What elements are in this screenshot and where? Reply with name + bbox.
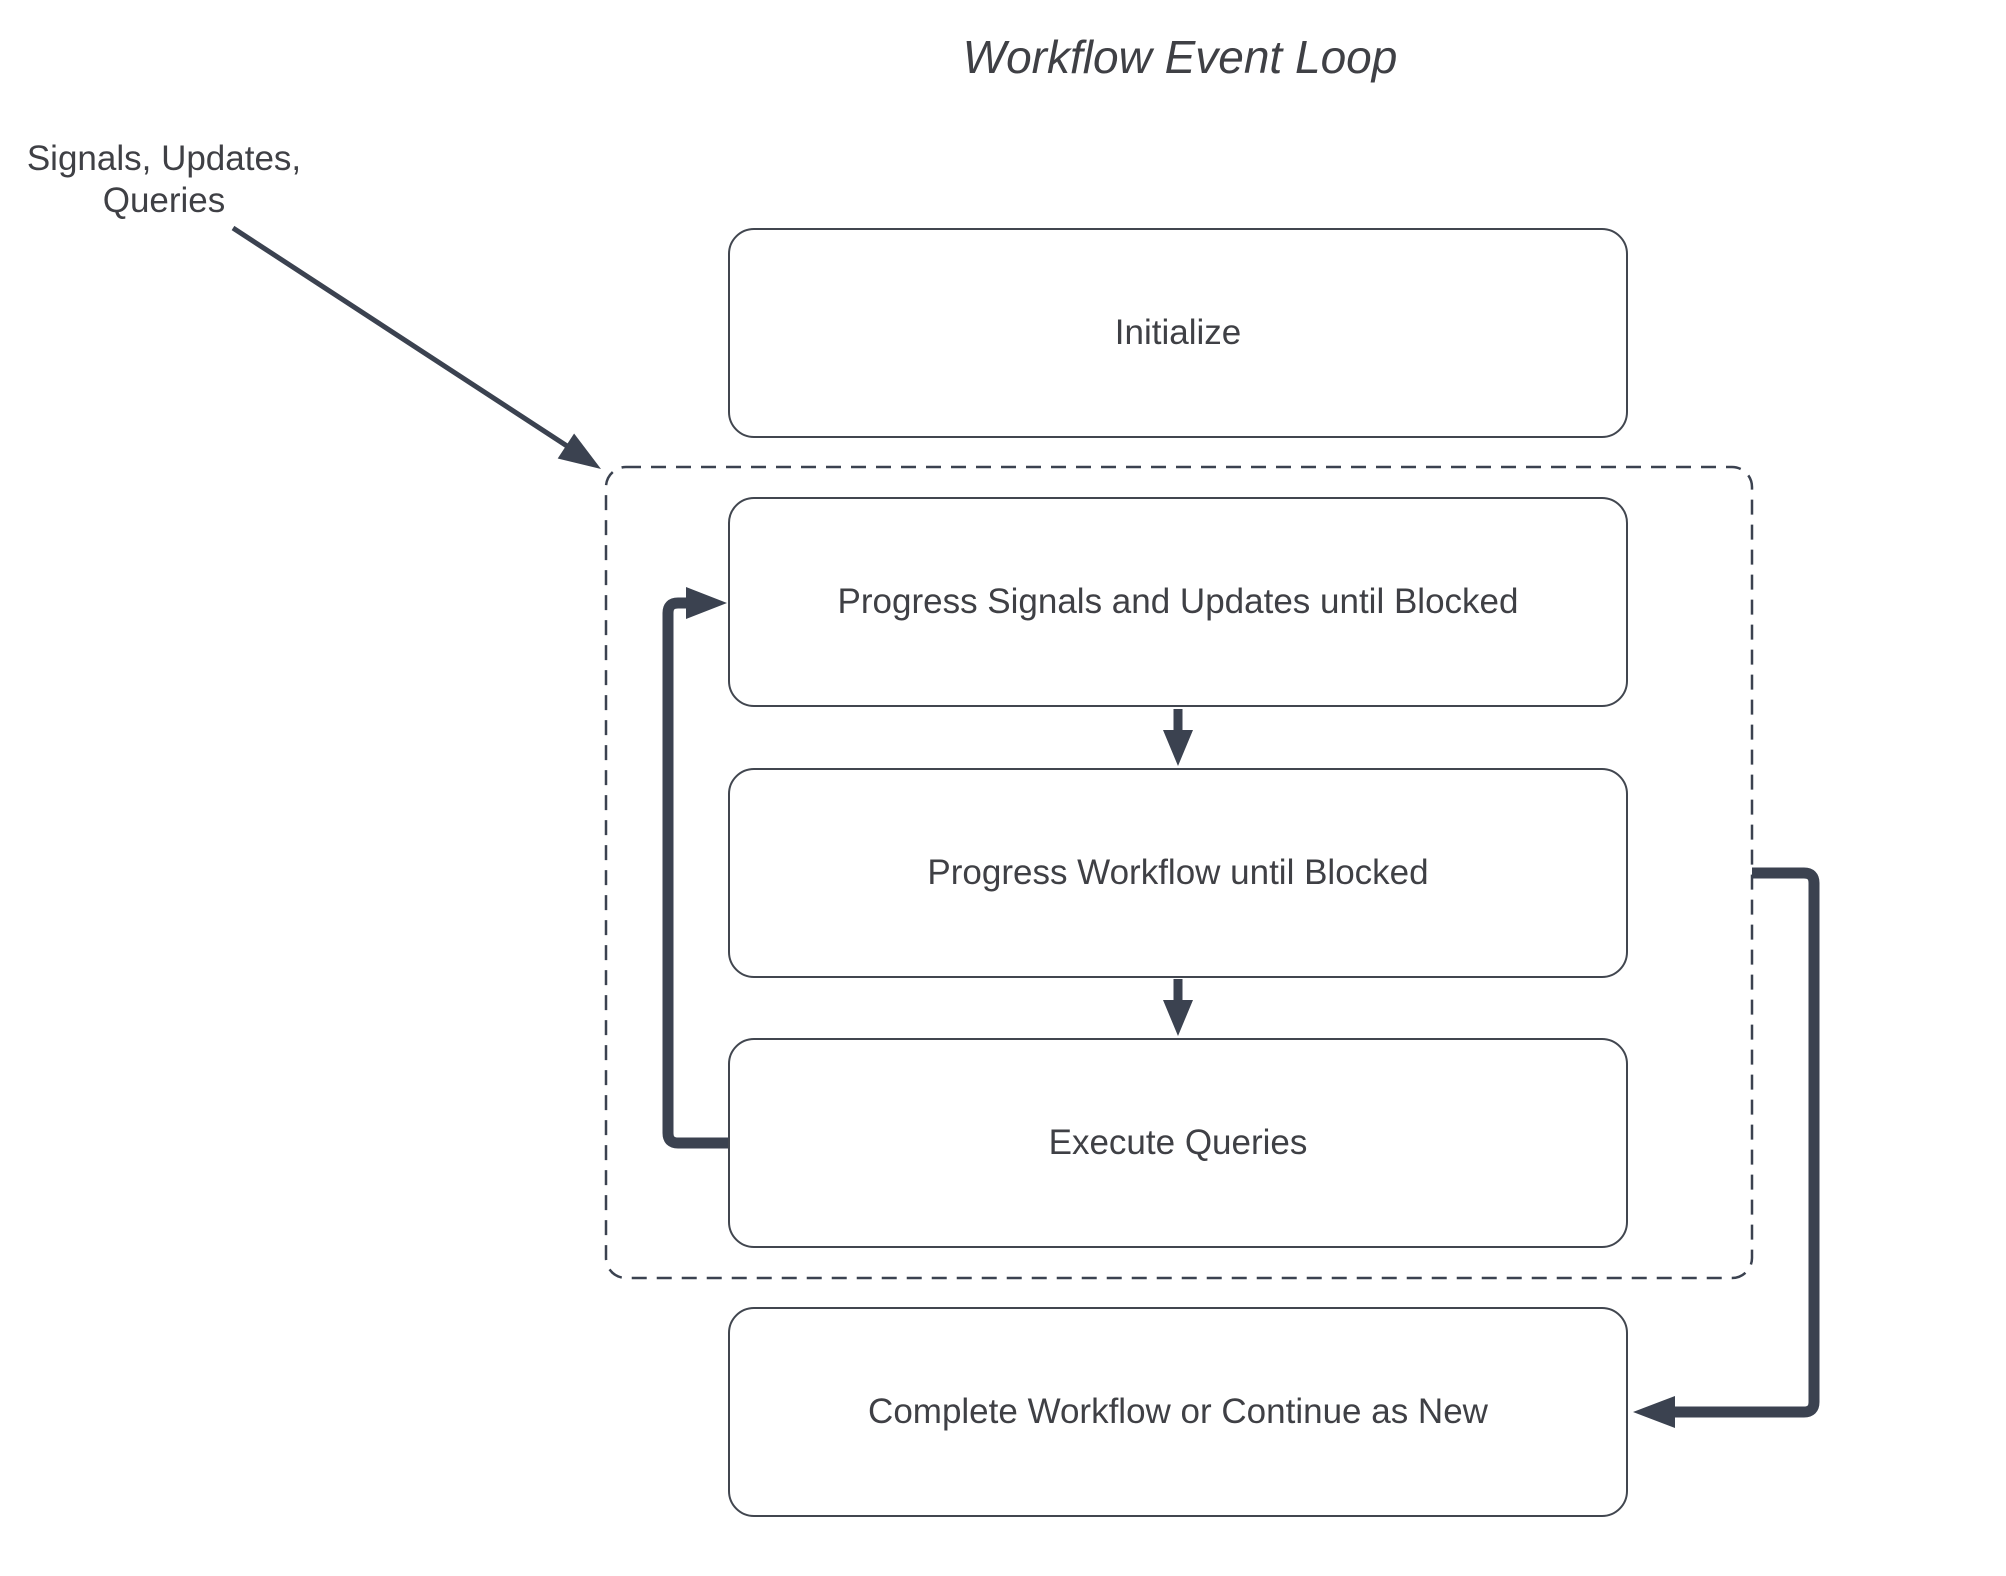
node-initialize: Initialize	[728, 228, 1628, 438]
node-label: Progress Workflow until Blocked	[927, 853, 1429, 892]
diagram-title: Workflow Event Loop	[962, 31, 1398, 83]
signals-updates-queries-label: Signals, Updates, Queries	[26, 139, 302, 220]
edge-group-to-complete	[1633, 867, 1820, 1428]
node-progress-signals-updates: Progress Signals and Updates until Block…	[728, 497, 1628, 707]
node-label: Complete Workflow or Continue as New	[868, 1392, 1488, 1431]
node-label: Execute Queries	[1048, 1123, 1308, 1162]
node-progress-workflow: Progress Workflow until Blocked	[728, 768, 1628, 978]
edge-signals-label-to-group	[231, 225, 601, 469]
node-execute-queries: Execute Queries	[728, 1038, 1628, 1248]
node-label: Initialize	[1114, 313, 1242, 352]
node-complete-or-continue: Complete Workflow or Continue as New	[728, 1307, 1628, 1517]
edge-workflow-to-queries	[1163, 979, 1193, 1036]
edge-queries-loop-to-signals	[662, 587, 728, 1149]
node-label: Progress Signals and Updates until Block…	[837, 582, 1519, 621]
edge-signals-to-workflow	[1163, 709, 1193, 766]
